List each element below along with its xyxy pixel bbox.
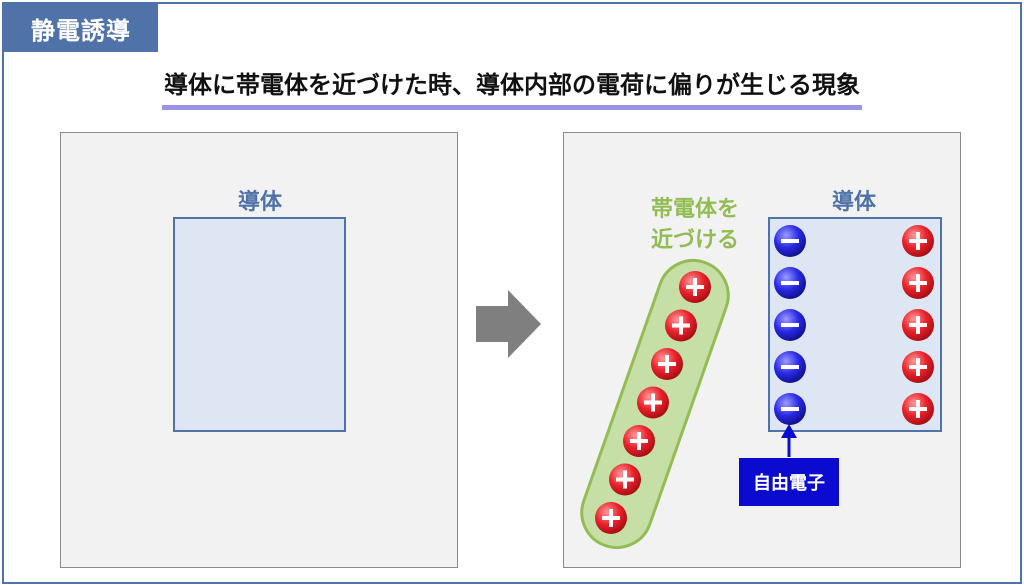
free-electron-pointer <box>781 424 797 457</box>
free-electron-label: 自由電子 <box>739 458 839 506</box>
right-conductor-label: 導体 <box>831 190 876 215</box>
plus-charge-icon <box>651 348 683 380</box>
minus-charge-icon <box>774 351 806 383</box>
plus-charge-icon <box>623 425 655 457</box>
minus-charge-icon <box>774 267 806 299</box>
minus-charge-icon <box>774 225 806 257</box>
right-arrow-icon <box>476 290 541 358</box>
plus-charge-icon <box>902 225 934 257</box>
plus-charge-icon <box>679 271 711 303</box>
headline-text: 導体に帯電体を近づけた時、導体内部の電荷に偏りが生じる現象 <box>162 68 862 110</box>
plus-charge-icon <box>902 351 934 383</box>
plus-charge-icon <box>902 267 934 299</box>
left-conductor <box>173 217 346 432</box>
rod-charges <box>595 271 711 534</box>
minus-charge-icon <box>774 309 806 341</box>
minus-charge-icon <box>774 393 806 425</box>
charged-body-label: 帯電体を 近づける <box>630 194 760 256</box>
left-conductor-label: 導体 <box>237 190 282 215</box>
plus-charge-icon <box>665 309 697 342</box>
topic-tag: 静電誘導 <box>4 4 158 52</box>
charged-body-label-line2: 近づける <box>650 228 739 253</box>
plus-charge-icon <box>902 393 934 425</box>
plus-charge-icon <box>637 386 669 419</box>
plus-charge-icon <box>595 502 627 534</box>
negative-charges <box>774 225 806 425</box>
positive-charges <box>902 225 934 425</box>
headline: 導体に帯電体を近づけた時、導体内部の電荷に偏りが生じる現象 <box>0 68 1024 110</box>
charged-body-label-line1: 帯電体を <box>650 197 739 222</box>
plus-charge-icon <box>609 463 641 496</box>
plus-charge-icon <box>902 309 934 341</box>
